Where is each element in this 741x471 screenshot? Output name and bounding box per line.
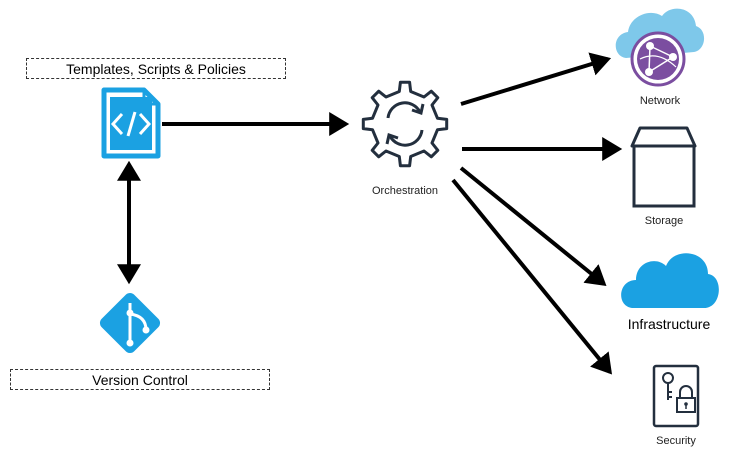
version-control-label: Version Control bbox=[92, 371, 188, 388]
arrow-to-network bbox=[460, 52, 612, 106]
storage-box-icon bbox=[630, 126, 697, 208]
arrow-to-infrastructure bbox=[459, 166, 607, 287]
version-control-label-box: Version Control bbox=[10, 369, 270, 390]
infrastructure-label: Infrastructure bbox=[627, 316, 711, 332]
gear-sync-icon bbox=[361, 80, 449, 168]
orchestration-label: Orchestration bbox=[371, 185, 439, 197]
cloud-icon bbox=[621, 253, 719, 308]
templates-label: Templates, Scripts & Policies bbox=[66, 60, 246, 77]
key-lock-icon bbox=[652, 364, 700, 428]
security-label: Security bbox=[656, 435, 696, 447]
network-label: Network bbox=[639, 95, 681, 107]
arrow-to-security bbox=[451, 178, 613, 375]
templates-label-box: Templates, Scripts & Policies bbox=[26, 58, 286, 79]
code-file-icon bbox=[101, 87, 161, 159]
storage-label: Storage bbox=[644, 215, 684, 227]
git-icon bbox=[99, 292, 161, 354]
cloud-network-icon bbox=[615, 8, 705, 87]
